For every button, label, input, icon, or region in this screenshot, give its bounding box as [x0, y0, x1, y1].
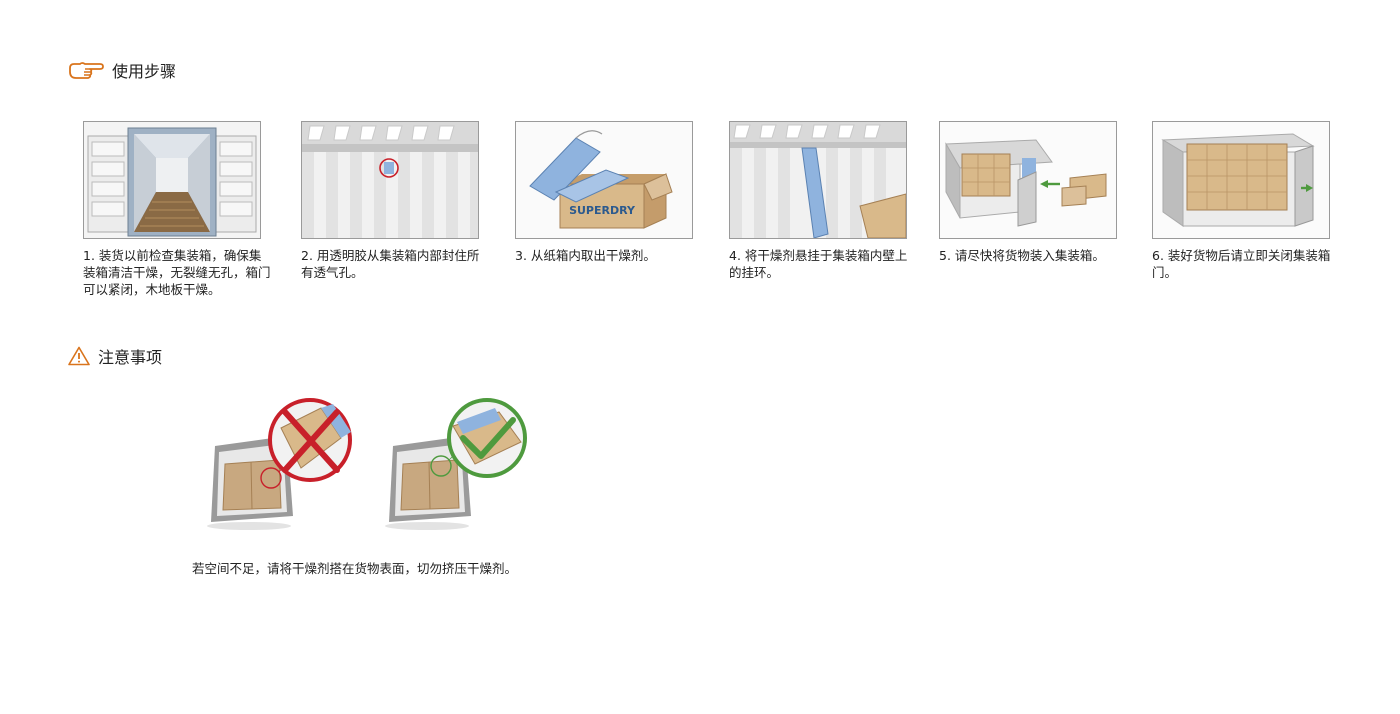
step-2-illustration: [301, 121, 479, 239]
step-6-caption: 6. 装好货物后请立即关闭集装箱门。: [1152, 248, 1331, 280]
note-caption: 若空间不足，请将干燥剂搭在货物表面，切勿挤压干燥剂。: [192, 561, 518, 576]
step-1-caption: 1. 装货以前检查集装箱，确保集装箱清洁干燥，无裂缝无孔，箱门可以紧闭，木地板干…: [83, 248, 271, 297]
step-4: 4. 将干燥剂悬挂于集装箱内壁上的挂环。: [729, 121, 919, 281]
step-5: 5. 请尽快将货物装入集装箱。: [939, 121, 1129, 264]
step-3-illustration: SUPERDRY: [515, 121, 693, 239]
step-4-caption: 4. 将干燥剂悬挂于集装箱内壁上的挂环。: [729, 248, 908, 280]
pointing-hand-icon: [69, 62, 104, 79]
step-1: 1. 装货以前检查集装箱，确保集装箱清洁干燥，无裂缝无孔，箱门可以紧闭，木地板干…: [83, 121, 273, 298]
step-6-illustration: [1152, 121, 1330, 239]
step-6: 6. 装好货物后请立即关闭集装箱门。: [1152, 121, 1342, 281]
step-2-caption: 2. 用透明胶从集装箱内部封住所有透气孔。: [301, 248, 480, 280]
notes-section-header: 注意事项: [68, 344, 162, 368]
cross-icon: [268, 398, 352, 482]
step-5-illustration: [939, 121, 1117, 239]
step-3: SUPERDRY 3. 从纸箱内取出干燥剂。: [515, 121, 705, 264]
superdry-box-label: SUPERDRY: [569, 204, 636, 217]
note-correct-illustration: [383, 398, 543, 542]
step-2: 2. 用透明胶从集装箱内部封住所有透气孔。: [301, 121, 491, 281]
steps-section-header: 使用步骤: [68, 58, 176, 82]
notes-section-title: 注意事项: [98, 348, 163, 367]
warning-triangle-icon: [68, 346, 90, 366]
step-1-illustration: [83, 121, 261, 239]
step-3-caption: 3. 从纸箱内取出干燥剂。: [515, 248, 656, 263]
step-4-illustration: [729, 121, 907, 239]
step-5-caption: 5. 请尽快将货物装入集装箱。: [939, 248, 1105, 263]
note-wrong-illustration: [205, 398, 365, 542]
steps-section-title: 使用步骤: [112, 62, 177, 81]
check-icon: [447, 398, 527, 478]
